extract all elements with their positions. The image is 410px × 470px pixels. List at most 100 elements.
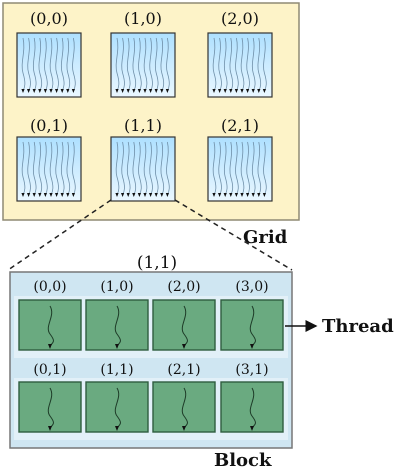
thread-wave (60, 141, 65, 196)
thread-arrow-tip (32, 193, 36, 197)
thread-wave (132, 141, 137, 196)
thread-arrow-tip (121, 193, 125, 197)
thread-wave (212, 37, 217, 92)
thread-arrow-tip (21, 193, 25, 197)
thread-arrow-tip (234, 193, 238, 197)
thread-wave (143, 37, 148, 92)
thread-arrow-tip (160, 193, 164, 197)
thread-label-2-0: (2,0) (167, 279, 200, 295)
grid-block-1-1 (110, 136, 176, 202)
grid-block-2-1 (207, 136, 273, 202)
thread-arrow-tip (49, 193, 53, 197)
thread-wave (121, 141, 125, 196)
thread-wave (66, 141, 71, 196)
thread-wave (229, 37, 234, 92)
thread-wave (218, 141, 222, 196)
thread-arrow-tip (121, 89, 125, 93)
thread-arrow-tip (38, 193, 42, 197)
thread-wave (160, 37, 165, 92)
thread-arrow-tip (212, 193, 216, 197)
thread-arrow-tip (49, 89, 53, 93)
thread-wave (246, 37, 250, 92)
thread-wave (47, 305, 54, 347)
thread-arrow-tip (71, 193, 75, 197)
thread-wave (44, 37, 48, 92)
thread-3-1 (220, 381, 284, 433)
thread-2-1 (152, 381, 216, 433)
thread-arrow-tip (66, 193, 70, 197)
grid-block-label-2-0: (2,0) (221, 9, 259, 28)
thread-arrow-tip (218, 89, 222, 93)
thread-arrow-tip (55, 89, 59, 93)
thread-label-1-1: (1,1) (100, 362, 133, 378)
thread-arrow-tip (182, 426, 186, 431)
block-label: Block (214, 450, 272, 470)
thread-arrow-tip (262, 89, 266, 93)
thread-3-0 (220, 299, 284, 351)
thread-wave (263, 141, 267, 196)
thread-wave (132, 37, 137, 92)
thread-wave (181, 305, 188, 347)
thread-wave (154, 141, 159, 196)
thread-label-3-1: (3,1) (235, 362, 268, 378)
thread-arrow-tip (137, 89, 141, 93)
thread-wave (154, 37, 159, 92)
thread-arrow-tip (212, 89, 216, 93)
thread-arrow-tip (115, 89, 119, 93)
thread-wave (49, 141, 54, 196)
thread-arrow-tip (149, 89, 153, 93)
thread-wave (27, 37, 31, 92)
thread-arrow-tip (32, 89, 36, 93)
thread-arrow-tip (66, 89, 70, 93)
thread-wave (229, 141, 234, 196)
thread-arrow-tip (250, 426, 254, 431)
thread-wave (21, 141, 26, 196)
thread-wave (21, 37, 26, 92)
thread-arrow-tip (60, 193, 64, 197)
thread-arrow-tip (126, 89, 130, 93)
thread-arrow-tip (143, 89, 147, 93)
thread-arrow-tip (149, 193, 153, 197)
thread-wave (32, 37, 37, 92)
thread-arrow-tip (43, 193, 47, 197)
thread-wave (126, 141, 131, 196)
thread-arrow-tip (115, 344, 119, 349)
thread-wave (114, 305, 121, 347)
thread-wave (166, 141, 170, 196)
thread-label-2-1: (2,1) (167, 362, 200, 378)
thread-wave (149, 141, 153, 196)
thread-wave (38, 141, 43, 196)
thread-wave (246, 141, 250, 196)
thread-arrow-tip (143, 193, 147, 197)
thread-wave (115, 141, 120, 196)
block-title: (1,1) (137, 253, 177, 273)
thread-arrow-tip (234, 89, 238, 93)
thread-arrow-tip (257, 89, 261, 93)
thread-arrow-tip (48, 426, 52, 431)
grid-block-label-0-0: (0,0) (30, 9, 68, 28)
thread-wave (60, 37, 65, 92)
thread-arrow-tip (165, 193, 169, 197)
thread-wave (257, 37, 262, 92)
thread-arrow-tip (240, 193, 244, 197)
thread-arrow-tip (251, 89, 255, 93)
thread-arrow-tip (60, 89, 64, 93)
thread-label-0-1: (0,1) (33, 362, 66, 378)
thread-arrow-tip (132, 193, 136, 197)
thread-arrow-tip (250, 344, 254, 349)
thread-arrow-tip (218, 193, 222, 197)
thread-arrow-tip (137, 193, 141, 197)
grid-block-0-0 (16, 32, 82, 98)
thread-wave (263, 37, 267, 92)
thread-wave (126, 37, 131, 92)
thread-arrow-tip (246, 193, 250, 197)
thread-wave (251, 37, 256, 92)
thread-wave (27, 141, 31, 196)
thread-arrow-tip (257, 193, 261, 197)
grid-block-label-1-1: (1,1) (124, 116, 162, 135)
thread-arrow-tip (115, 193, 119, 197)
thread-wave (212, 141, 217, 196)
thread-wave (240, 37, 245, 92)
grid-block-label-1-0: (1,0) (124, 9, 162, 28)
